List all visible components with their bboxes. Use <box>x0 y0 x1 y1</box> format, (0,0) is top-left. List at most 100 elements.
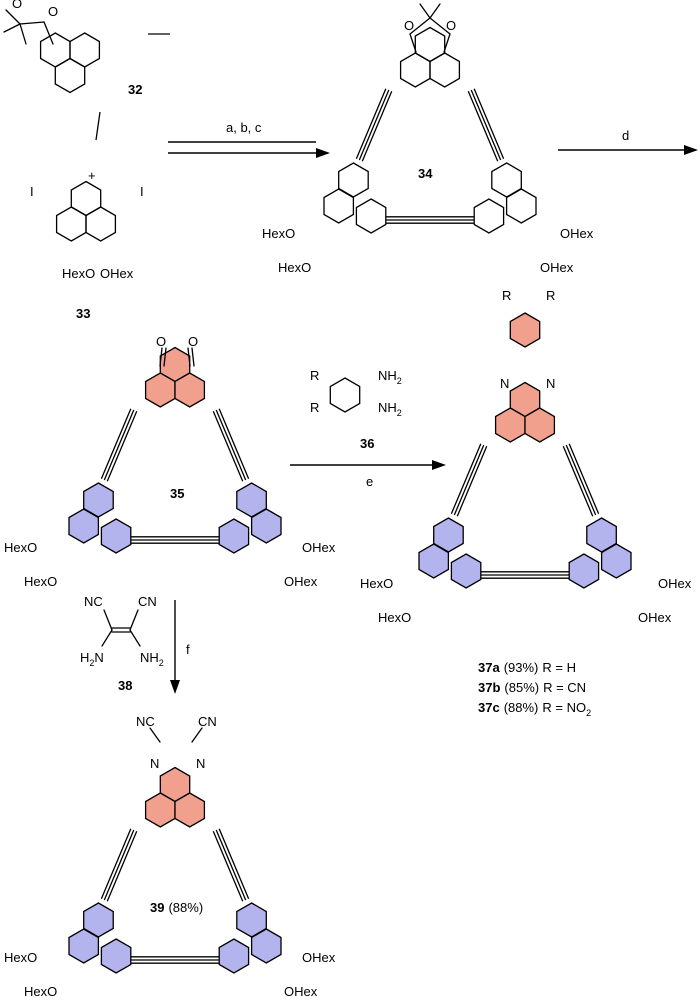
arrow-e <box>290 460 446 470</box>
alkyne-bond <box>103 409 135 481</box>
central-ring <box>418 543 450 579</box>
outer-ring <box>218 938 250 974</box>
outer-ring <box>174 792 206 828</box>
n-label: N <box>196 756 205 771</box>
alkyne-bond <box>358 89 390 161</box>
compound-label-36: 36 <box>360 436 374 451</box>
r-label: R <box>310 368 319 383</box>
ohex-label: OHex <box>658 576 692 591</box>
alkyne-bond <box>100 828 132 900</box>
outer-ring <box>218 518 250 554</box>
diaminomaleonitrile-38 <box>101 609 141 647</box>
outer-ring <box>399 52 431 88</box>
central-ring <box>250 508 282 544</box>
alkyne-bond <box>218 828 250 900</box>
outer-ring <box>55 206 87 242</box>
alkyne-bond <box>212 410 244 482</box>
acetonide-32 <box>3 9 54 45</box>
o-label: O <box>188 334 198 349</box>
central-ring <box>68 508 100 544</box>
outer-ring <box>100 938 132 974</box>
product-line-37a: 37a(93%)R = H <box>478 660 576 675</box>
compound-label-39: 39(88%) <box>150 900 203 915</box>
alkyne-bond <box>453 444 485 516</box>
arrow-label-abc: a, b, c <box>226 120 262 135</box>
alkyne-bond <box>106 410 138 482</box>
bonds-layer <box>95 33 600 964</box>
outer-ring <box>355 198 387 234</box>
arrow-a-b-c <box>168 141 330 158</box>
rings-layer <box>39 26 632 974</box>
alkyne-bond <box>467 90 499 162</box>
alkyne-bond <box>361 90 393 162</box>
hexo-label: HexO <box>24 574 57 589</box>
product-list-37: 37a(93%)R = H 37b(85%)R = CN 37c(88%)R =… <box>478 660 591 718</box>
hexo-label: HexO <box>4 540 37 555</box>
hexo-label: HexO <box>262 226 295 241</box>
iodo-label: I <box>140 184 144 199</box>
n-label: N <box>500 376 509 391</box>
nh2-label: NH2 <box>378 368 402 386</box>
alkyne-bond <box>103 829 135 901</box>
diamine-ring <box>329 377 361 413</box>
outer-ring <box>524 407 556 443</box>
product-line-37b: 37b(85%)R = CN <box>478 680 586 695</box>
ohex-label: OHex <box>540 260 574 275</box>
central-ring <box>323 188 355 224</box>
dinitrile-39 <box>149 727 203 743</box>
product-line-37c: 37c(88%)R = NO2 <box>478 700 591 718</box>
nc-label: NC <box>136 714 155 729</box>
alkyne-bond <box>473 88 505 160</box>
alkyne-bond <box>450 443 482 515</box>
ohex-label: OHex <box>302 950 336 965</box>
outer-ring <box>429 52 461 88</box>
h2n-label: H2N <box>80 650 104 668</box>
outer-ring <box>100 518 132 554</box>
diketone-35 <box>159 347 195 367</box>
central-ring <box>505 188 537 224</box>
hexo-label: HexO <box>378 610 411 625</box>
alkyne-bond <box>470 89 502 161</box>
central-ring <box>600 543 632 579</box>
outer-ring <box>473 198 505 234</box>
central-ring <box>414 26 446 63</box>
nh2-label: NH2 <box>378 400 402 418</box>
alkyne-bond <box>106 830 138 902</box>
outer-ring <box>568 553 600 589</box>
cn-label: CN <box>198 714 217 729</box>
outer-ring <box>39 32 71 68</box>
compound-label-34: 34 <box>418 166 433 181</box>
alkyne-bond <box>212 830 244 902</box>
pyrazine-benzo-ring <box>509 312 541 348</box>
outer-ring <box>85 206 117 242</box>
central-ring <box>54 57 86 94</box>
o-label: O <box>404 18 414 33</box>
alkyne-bond <box>355 88 387 160</box>
r-label: R <box>546 288 555 303</box>
plus-sign: + <box>88 168 96 183</box>
arrow-label-f: f <box>186 642 190 657</box>
compound-label-33: 33 <box>76 306 90 321</box>
arrow-d <box>558 145 698 155</box>
ohex-label: OHex <box>302 540 336 555</box>
arrow-label-d: d <box>622 128 629 143</box>
acetonide-34 <box>409 3 451 53</box>
alkyne-bond <box>100 408 132 480</box>
compound-label-38: 38 <box>118 678 132 693</box>
ohex-label: OHex <box>284 984 318 999</box>
arrow-label-e: e <box>366 474 373 489</box>
hexo-label: HexO <box>62 266 95 281</box>
ohex-label: OHex <box>560 226 594 241</box>
compound-label-32: 32 <box>128 82 142 97</box>
hexo-label: HexO <box>278 260 311 275</box>
alkyne-bond <box>218 408 250 480</box>
compound-label-35: 35 <box>170 486 184 501</box>
ohex-label: OHex <box>284 574 318 589</box>
hexo-label: HexO <box>24 984 57 999</box>
outer-ring <box>69 32 101 68</box>
alkyne-bond <box>215 409 247 481</box>
central-ring <box>250 928 282 964</box>
iodo-label: I <box>30 184 34 199</box>
